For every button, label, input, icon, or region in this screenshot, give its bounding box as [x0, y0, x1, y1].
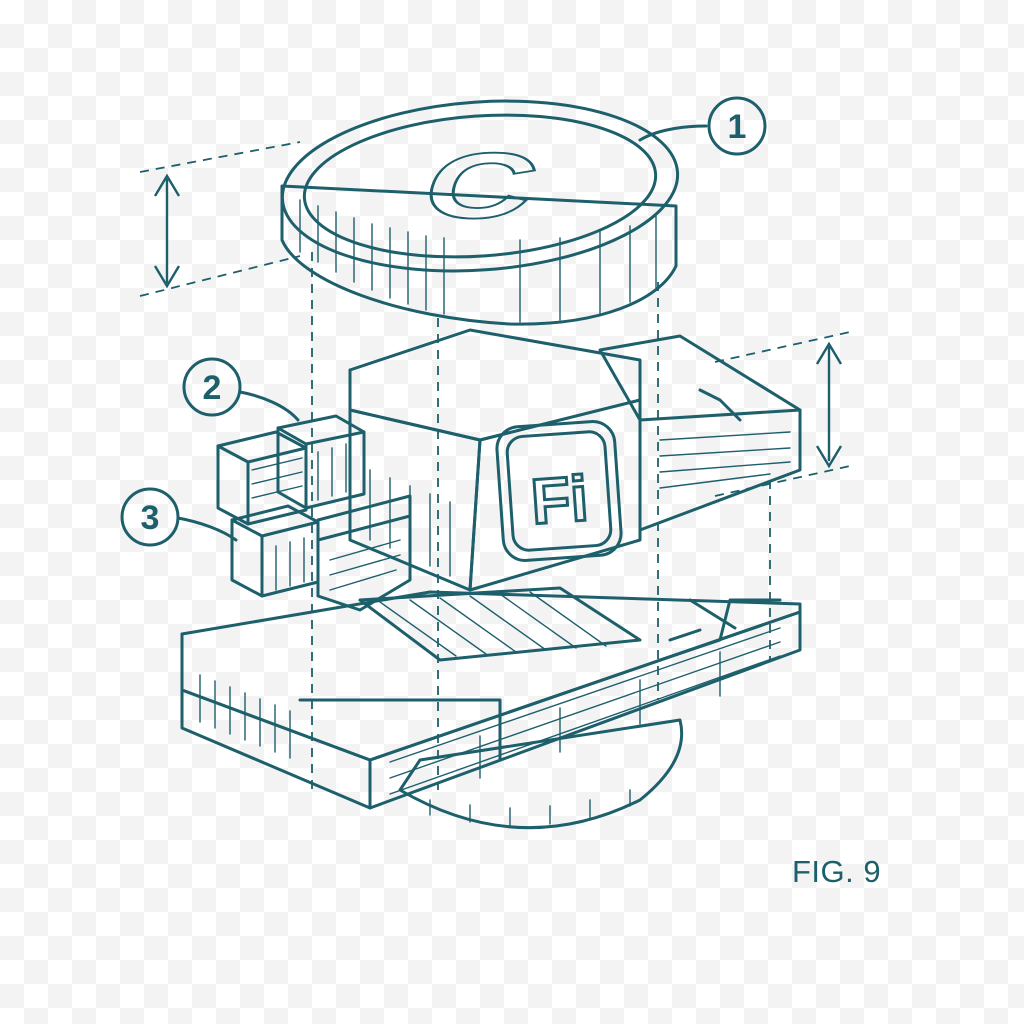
callout-3-label: 3: [141, 499, 160, 537]
dimension-arrow-right: [815, 341, 843, 469]
fi-logo-plate: [495, 420, 623, 562]
callout-1-label: 1: [728, 108, 747, 146]
base-tray: [180, 586, 802, 830]
top-coin: C: [280, 99, 680, 326]
callout-3: 3: [120, 487, 180, 547]
fi-logo-text: Fi: [529, 462, 591, 538]
callout-1: 1: [707, 96, 767, 156]
callout-2-label: 2: [203, 369, 222, 407]
callout-leaders: [176, 124, 708, 542]
dimension-arrow-left: [153, 173, 181, 289]
coin-c-glyph: C: [410, 133, 552, 237]
middle-cube-block: Fi: [216, 328, 802, 612]
figure-label: FIG. 9: [792, 854, 882, 889]
callout-2: 2: [182, 357, 242, 417]
